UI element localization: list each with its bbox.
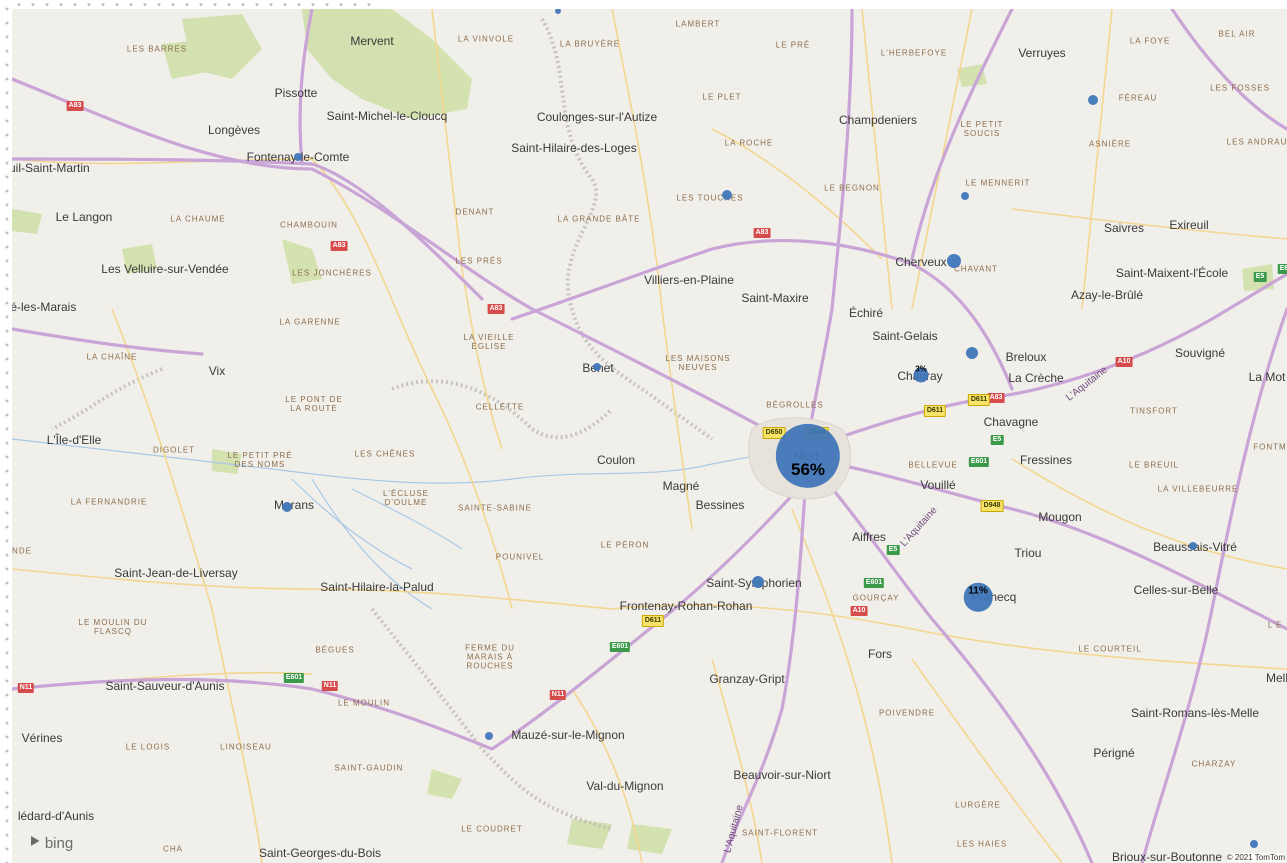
bubble-verruyes[interactable] (1088, 95, 1098, 105)
road-shield-a83: A83 (753, 228, 771, 238)
bubble-le-mennerit[interactable] (961, 192, 969, 200)
road-shield-a10: A10 (1115, 357, 1133, 367)
road-shield-d611: D611 (967, 394, 991, 406)
marsh-boundaries (51, 17, 714, 831)
bubble-saint-symphorien[interactable] (752, 576, 764, 588)
road-shield-e5: E5 (990, 435, 1004, 445)
bubble-fontenay-le-comte[interactable] (294, 153, 302, 161)
bing-attribution[interactable]: ⯈ bing (28, 834, 73, 852)
road-shield-e5: E5 (1253, 272, 1267, 282)
map-dotted-top-border (12, 0, 372, 9)
road-shield-n11: N11 (549, 690, 567, 700)
road-shield-e601: E601 (863, 578, 885, 588)
forest-areas (12, 9, 1274, 854)
road-shield-d948: D948 (980, 500, 1004, 512)
road-shield-e601: E601 (609, 642, 631, 652)
bing-logo-icon: ⯈ (28, 834, 41, 851)
bubble-beaussais-vitre[interactable] (1189, 542, 1197, 550)
road-shield-n11: N11 (321, 681, 339, 691)
road-shield-e5: E5 (886, 545, 900, 555)
road-shield-e6: E6 (1277, 264, 1287, 274)
bubble-north-edge[interactable] (555, 9, 561, 14)
bubble-marans[interactable] (282, 502, 292, 512)
bubble-label-chauray: 3% (915, 364, 927, 374)
road-shield-n11: N11 (17, 683, 35, 693)
bubble-benet[interactable] (593, 363, 601, 371)
road-shield-e601: E601 (283, 673, 305, 683)
bubble-breloux[interactable] (966, 347, 978, 359)
road-shield-a83: A83 (330, 241, 348, 251)
bubble-chauray[interactable] (913, 367, 929, 383)
road-shield-d611: D611 (923, 405, 947, 417)
bing-logo-text: bing (44, 834, 74, 852)
road-shield-a83: A83 (987, 393, 1005, 403)
minor-roads (12, 9, 1287, 863)
road-shield-d611: D611 (641, 615, 665, 627)
road-shield-a10: A10 (850, 606, 868, 616)
bubble-niort[interactable] (775, 423, 841, 489)
road-shield-a83: A83 (487, 304, 505, 314)
highways (12, 9, 1287, 863)
bubble-cherveux[interactable] (947, 254, 961, 268)
bubble-les-touches[interactable] (722, 190, 732, 200)
bubble-label-niort: 56% (790, 460, 826, 479)
waterways (12, 428, 803, 610)
bubble-label-prahecq: 11% (968, 585, 988, 597)
map-dotted-border (0, 0, 12, 863)
road-shield-e601: E601 (968, 457, 990, 467)
bubble-prahecq[interactable] (963, 582, 993, 612)
road-shield-a83: A83 (66, 101, 84, 111)
copyright-notice: © 2021 TomTom (1226, 853, 1285, 862)
map-basemap (12, 9, 1287, 863)
bubble-mauze-sur-le-mignon[interactable] (485, 732, 493, 740)
bubble-brioux-sur-boutonne[interactable] (1250, 840, 1258, 848)
